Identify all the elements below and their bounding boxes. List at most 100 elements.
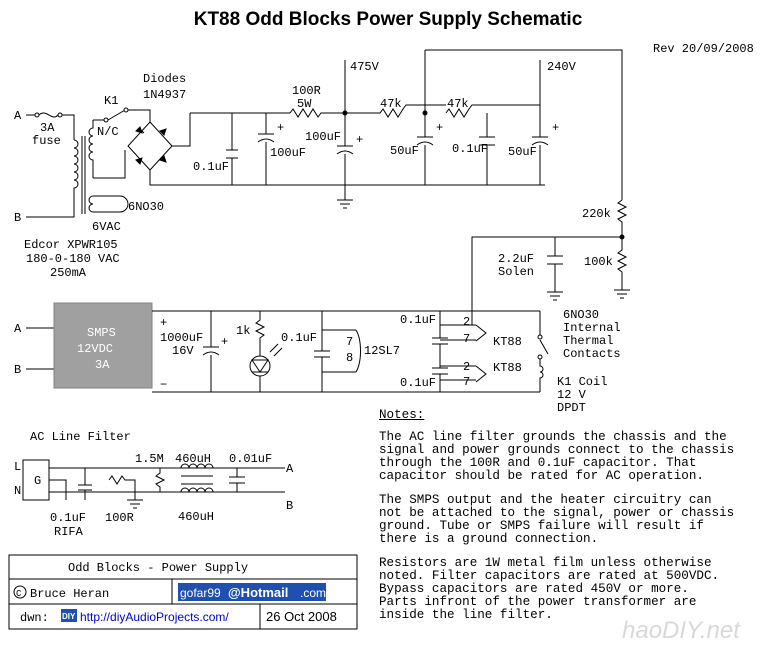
relay-coil	[539, 359, 544, 392]
smps-name: SMPS	[87, 326, 116, 340]
inductor-b-label: 460uH	[178, 510, 214, 524]
email-domain: @Hotmail	[228, 585, 288, 600]
heater-voltage-label: 6VAC	[92, 220, 121, 234]
note-smps-ground: The SMPS output and the heater circuitry…	[379, 493, 735, 546]
res-1k-label: 1k	[236, 324, 250, 338]
cap-1000uf-label: 1000uF	[160, 331, 203, 345]
res-1k	[254, 311, 266, 348]
res-5w-label: 5W	[297, 97, 312, 111]
res-47k-a	[345, 104, 446, 118]
pin-8-12sl7: 8	[346, 351, 353, 365]
res-100k	[616, 237, 628, 290]
cap-solen	[547, 255, 563, 265]
cap-50uf-a	[416, 136, 434, 146]
transformer-current: 250mA	[50, 266, 87, 280]
diy-badge: DIY	[62, 612, 76, 621]
heater-terminal-b: B	[14, 363, 21, 377]
thermal-label-1: 6NO30	[563, 308, 599, 322]
svg-text:+: +	[436, 121, 443, 135]
coil-label-2: 12 V	[557, 388, 587, 402]
res-47k-b-label: 47k	[447, 97, 469, 111]
fuse-symbol	[38, 112, 59, 118]
site-link[interactable]: http://diyAudioProjects.com/	[80, 610, 229, 624]
relay-contact-label: K1	[104, 94, 118, 108]
res-100r-label: 100R	[292, 84, 321, 98]
bridge-rectifier	[127, 113, 191, 186]
svg-text:+: +	[552, 121, 559, 135]
thermal-label-3: Thermal	[563, 334, 613, 348]
watermark-logo: haoDIY.net	[622, 617, 741, 644]
res-1-5m-label: 1.5M	[135, 452, 164, 466]
led-symbol	[249, 355, 271, 377]
filter-out-a: A	[286, 462, 294, 476]
cap-1000uf	[202, 346, 220, 356]
smps-block	[53, 302, 153, 389]
pin-2-kt88-b: 2	[463, 360, 470, 374]
filter-l: L	[14, 460, 21, 474]
transformer-volts: 180-0-180 VAC	[26, 252, 120, 266]
cap-001uf-label: 0.01uF	[229, 452, 272, 466]
cap-100uf-a-label: 100uF	[270, 146, 306, 160]
ac-line-filter: AC Line Filter L N G 1.5M 460uH 460uH 0.…	[14, 430, 294, 539]
cap-16v-label: 16V	[172, 344, 194, 358]
cap-001uf	[229, 476, 245, 484]
res-220k-label: 220k	[582, 207, 611, 221]
transformer-name: Edcor XPWR105	[24, 238, 118, 252]
cap-solen-value: 2.2uF	[498, 252, 534, 266]
drawing-date: 26 Oct 2008	[266, 609, 337, 624]
cap-01uf-top-label: 0.1uF	[400, 313, 436, 327]
email-badge	[178, 583, 326, 601]
tube-12sl7-heater	[355, 329, 361, 373]
heater-tap-label: 6NO30	[128, 200, 164, 214]
filter-out-b: B	[286, 499, 293, 513]
res-100k-label: 100k	[584, 255, 613, 269]
res-47k-b	[445, 104, 540, 118]
project-name: Odd Blocks - Power Supply	[68, 561, 248, 575]
revision-label: Rev 20/09/2008	[653, 42, 754, 56]
res-220k	[616, 199, 628, 237]
res-100r	[289, 108, 345, 118]
res-47k-a-label: 47k	[380, 97, 402, 111]
filter-g: G	[34, 474, 41, 488]
terminal-b: B	[14, 211, 21, 225]
cap-01uf-led-label: 0.1uF	[281, 331, 317, 345]
rail-475v: 475V	[350, 60, 380, 74]
diodes-label: Diodes	[143, 72, 186, 86]
cap-01uf-a-label: 0.1uF	[193, 160, 229, 174]
filter-res-100r-label: 100R	[105, 511, 134, 525]
transformer-secondary	[88, 120, 94, 178]
heater-circuit: A B SMPS 12VDC 3A + − + 1000uF 16V 1k 0.…	[14, 302, 621, 415]
coil-label-1: K1 Coil	[557, 375, 607, 389]
coil-label-3: DPDT	[557, 401, 586, 415]
filter-cap-01uf-label: 0.1uF	[50, 511, 86, 525]
notes-heading: Notes:	[379, 408, 425, 422]
line-filter-title: AC Line Filter	[30, 430, 131, 444]
cap-100uf-b-label: 100uF	[305, 130, 341, 144]
heater-terminal-a: A	[14, 322, 22, 336]
filter-n: N	[14, 484, 21, 498]
thermal-label-2: Internal	[563, 321, 621, 335]
page-title: KT88 Odd Blocks Power Supply Schematic	[193, 9, 583, 30]
cap-50uf-b	[531, 136, 549, 146]
power-supply-circuit: Rev 20/09/2008 A B 3A fuse K1	[14, 42, 754, 325]
pin-2-kt88-a: 2	[463, 315, 470, 329]
smps-current: 3A	[95, 358, 110, 372]
kt88-a-label: KT88	[493, 335, 522, 349]
fuse-label: fuse	[32, 134, 61, 148]
cap-100uf-b	[336, 145, 354, 155]
relay-nc-label: N/C	[97, 125, 119, 139]
cap-01uf-a	[226, 149, 238, 159]
diodes-part: 1N4937	[143, 88, 186, 102]
inductor-a	[180, 463, 214, 469]
kt88-b-label: KT88	[493, 361, 522, 375]
svg-text:+: +	[356, 133, 363, 147]
tube-12sl7-label: 12SL7	[364, 344, 400, 358]
svg-text:+: +	[277, 121, 284, 135]
inductor-b	[180, 487, 214, 493]
cap-100uf-a	[257, 133, 275, 143]
pin-7-12sl7: 7	[346, 335, 353, 349]
filter-rifa-label: RIFA	[54, 525, 84, 539]
cap-solen-name: Solen	[498, 265, 534, 279]
